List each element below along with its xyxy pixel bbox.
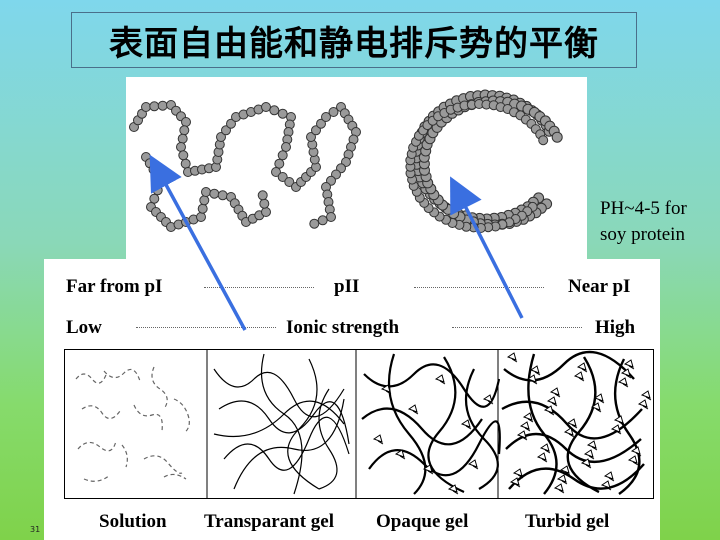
arrow-to-extended-aggregate <box>158 170 245 330</box>
arrow-to-compact-aggregate <box>458 192 522 318</box>
page-number: 31 <box>30 525 40 534</box>
